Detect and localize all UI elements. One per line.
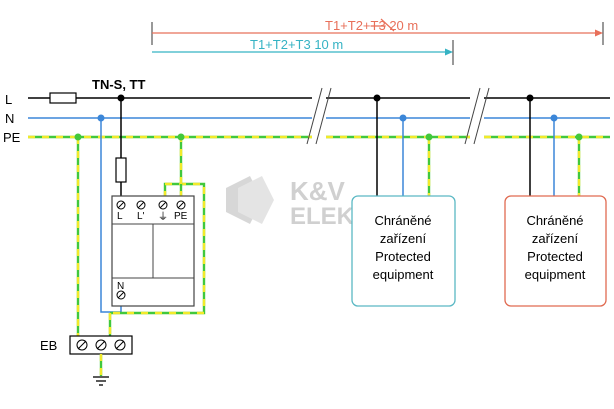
spd-fuse-icon xyxy=(115,157,127,183)
l-rail xyxy=(28,92,610,104)
equipment-2-line2: zařízení xyxy=(532,231,579,246)
ground-icon xyxy=(93,376,109,386)
fuse-icon xyxy=(49,92,77,104)
equipment-2-line1: Chráněné xyxy=(526,213,583,228)
spd-terminal-pe: PE xyxy=(174,211,188,222)
spd-terminal-screws xyxy=(116,200,186,300)
watermark-brand: K&V xyxy=(290,176,346,206)
distance-arrow-inner: T1+T2+T3 10 m xyxy=(152,37,454,65)
inner-arrow-label: T1+T2+T3 10 m xyxy=(250,37,343,52)
distance-arrow-outer: T1+T2+T3 20 m xyxy=(151,18,604,45)
rail-label-l: L xyxy=(5,92,12,107)
equipment-1-line2: zařízení xyxy=(380,231,427,246)
equipment-1-line3: Protected xyxy=(375,249,431,264)
protected-equipment-2: Chráněné zařízení Protected equipment xyxy=(504,195,607,307)
break-mark-1 xyxy=(306,87,332,145)
protected-equipment-1: Chráněné zařízení Protected equipment xyxy=(351,195,456,307)
system-label: TN-S, TT xyxy=(92,77,145,92)
struck-t3: T3 xyxy=(371,18,386,33)
break-mark-2 xyxy=(464,87,490,145)
surge-protector: L L' ⏚ PE N xyxy=(111,195,195,307)
equipment-2-line3: Protected xyxy=(527,249,583,264)
spd-terminal-ground: ⏚ xyxy=(158,211,168,223)
spd-terminal-n: N xyxy=(117,281,124,292)
spd-terminal-l-prime: L' xyxy=(137,211,145,222)
rail-label-n: N xyxy=(5,111,14,126)
spd-terminal-l: L xyxy=(117,211,123,222)
strike-mark xyxy=(380,18,395,32)
equipotential-bar: EB xyxy=(40,313,133,386)
equipment-1-line1: Chráněné xyxy=(374,213,431,228)
equipment-1-line4: equipment xyxy=(373,267,434,282)
equipment-2-line4: equipment xyxy=(525,267,586,282)
rail-label-pe: PE xyxy=(3,130,21,145)
eb-label: EB xyxy=(40,338,57,353)
watermark-logo-icon xyxy=(226,176,274,224)
outer-arrow-label: T1+T2+T3 20 m xyxy=(325,18,418,33)
